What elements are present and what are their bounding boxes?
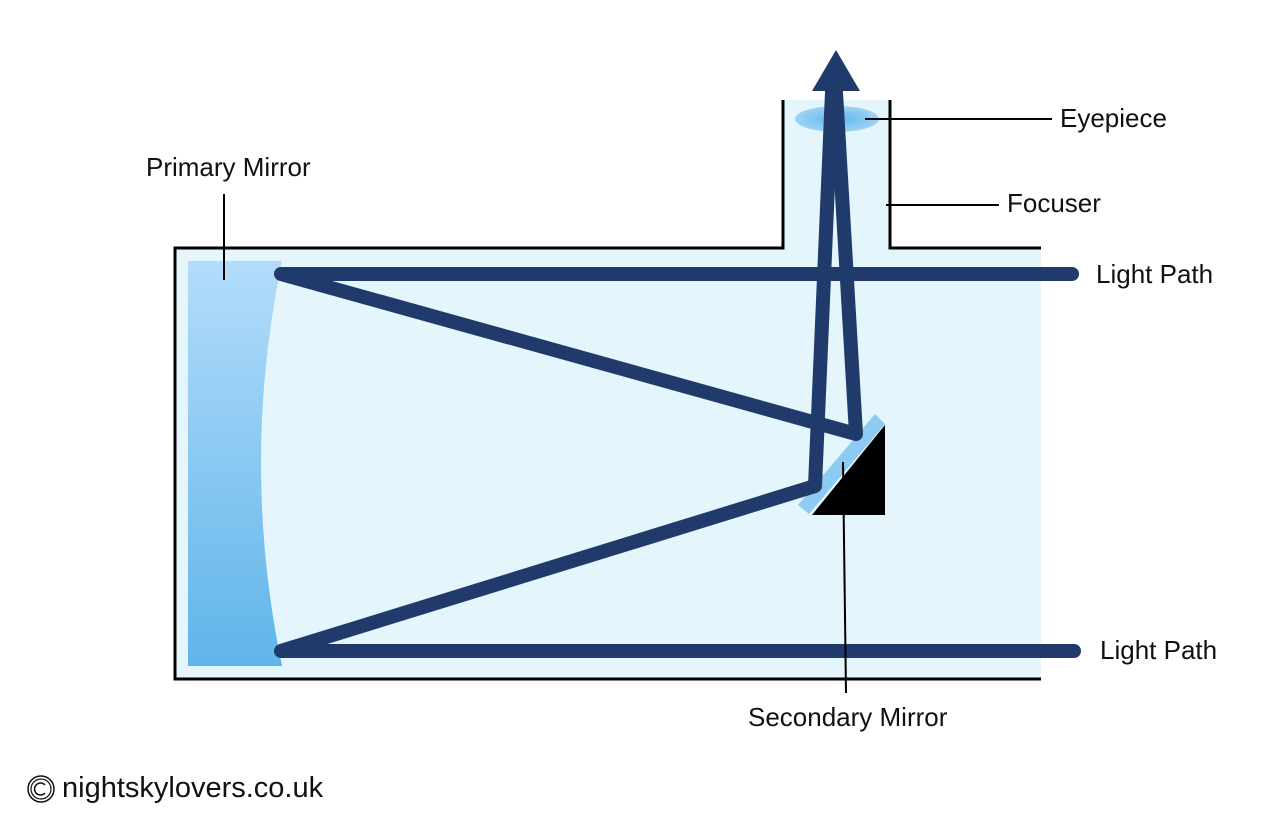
- light-ray-top: [274, 85, 1079, 441]
- light-path-rays: [274, 85, 1081, 658]
- light-ray-bottom: [274, 85, 1081, 658]
- arrow-up-icon: [812, 50, 860, 91]
- telescope-tube: [175, 100, 1041, 679]
- leader-secondary: [842, 461, 847, 694]
- leader-lines: [223, 118, 1052, 694]
- label-focuser: Focuser: [1007, 188, 1101, 218]
- secondary-mirror-mount: [812, 425, 885, 515]
- label-light-path-bottom: Light Path: [1100, 635, 1217, 665]
- footer-credit: nightskylovers.co.uk: [26, 772, 323, 805]
- tube-outline: [173, 100, 1041, 681]
- copyright-icon: [27, 774, 55, 803]
- primary-mirror: [188, 261, 282, 666]
- label-eyepiece: Eyepiece: [1060, 103, 1167, 133]
- site-name: nightskylovers.co.uk: [62, 772, 324, 804]
- label-light-path-top: Light Path: [1096, 259, 1213, 289]
- label-primary-mirror: Primary Mirror: [146, 152, 311, 182]
- label-secondary-mirror: Secondary Mirror: [748, 702, 948, 732]
